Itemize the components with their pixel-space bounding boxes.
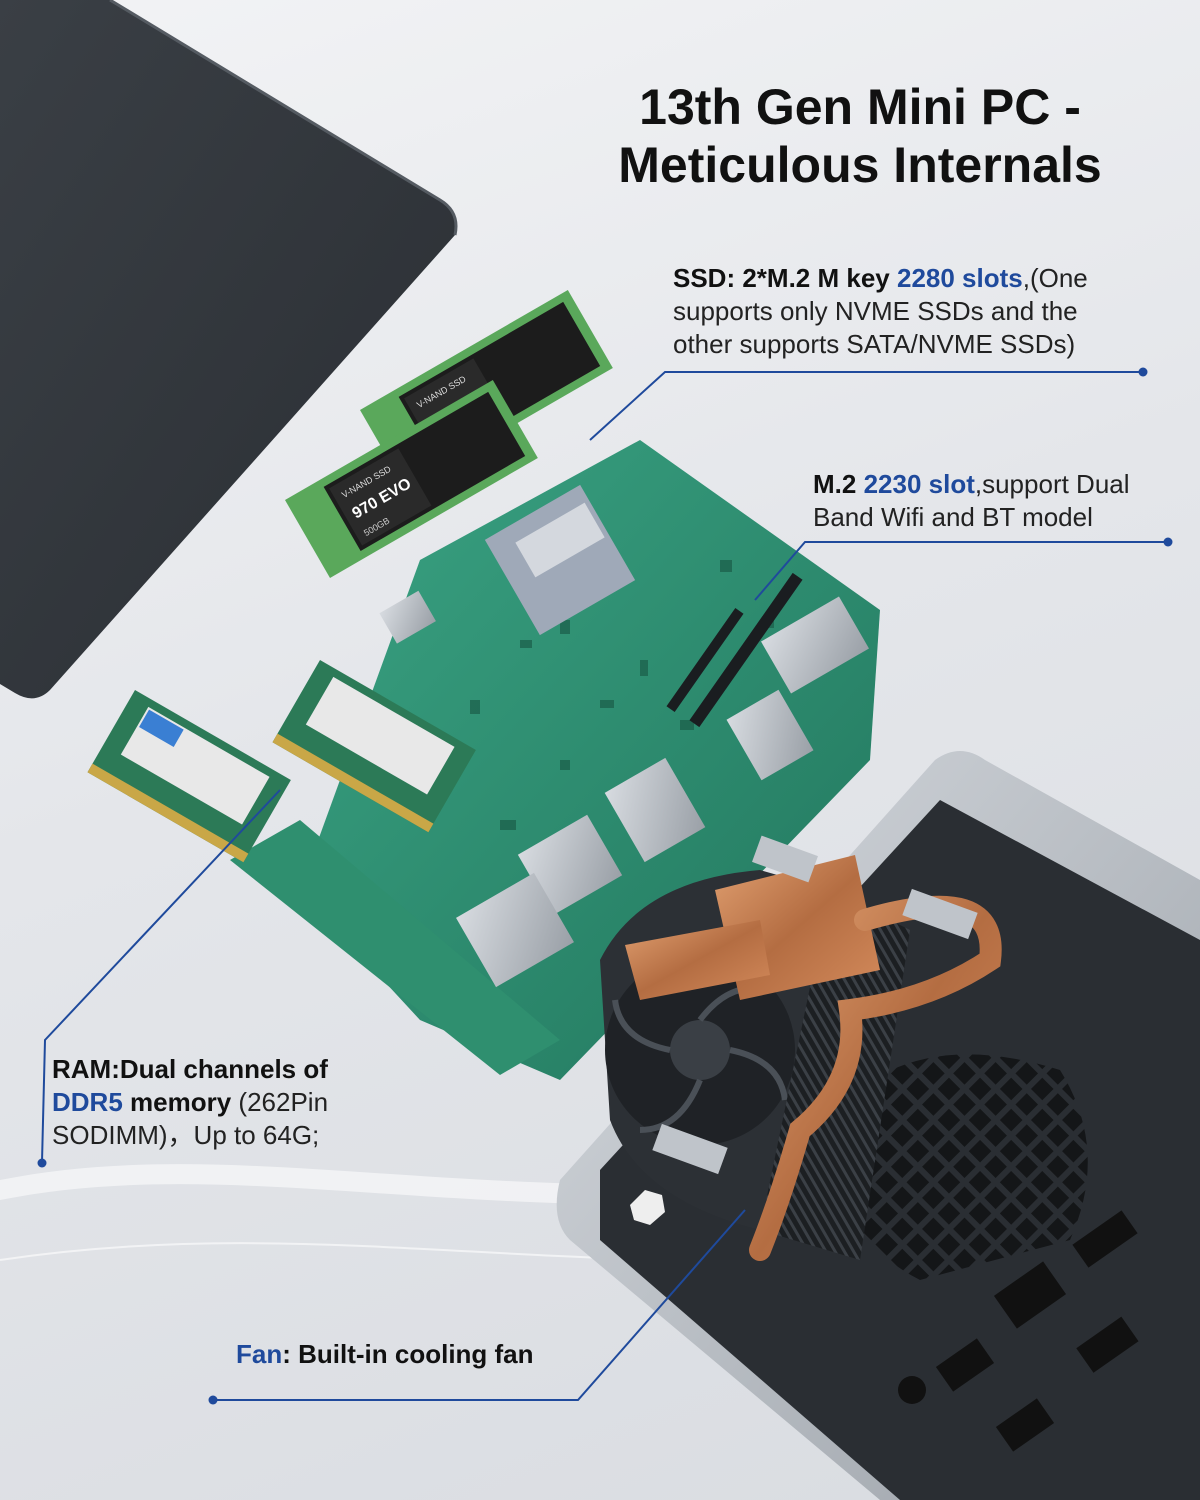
ram-callout-rest: (262Pin — [231, 1087, 329, 1117]
fan-callout: Fan: Built-in cooling fan — [236, 1338, 596, 1371]
top-lid — [0, 0, 458, 699]
wifi-callout-rest: ,support Dual — [974, 469, 1130, 499]
wifi-callout: M.2 2230 slot,support Dual Band Wifi and… — [813, 468, 1183, 534]
ssd-module-2: 970 EVO V-NAND SSD 500GB — [285, 380, 538, 578]
ram-callout-bold-1: RAM:Dual channels of — [52, 1054, 328, 1084]
ssd-callout-line-2: supports only NVME SSDs and the — [673, 296, 1078, 326]
ram-leader-line — [41, 789, 281, 1163]
ram-callout: RAM:Dual channels of DDR5 memory (262Pin… — [52, 1053, 392, 1152]
ssd-callout-rest: ,(One — [1022, 263, 1088, 293]
fan-leader-dot — [208, 1395, 218, 1405]
wifi-leader-dot — [1163, 537, 1173, 547]
motherboard — [230, 440, 880, 1080]
fan-leader-line — [215, 1209, 746, 1401]
wifi-callout-bold: M.2 — [813, 469, 864, 499]
ssd-callout: SSD: 2*M.2 M key 2280 slots,(One support… — [673, 262, 1173, 361]
ssd-leader-dot — [1138, 367, 1148, 377]
ssd-callout-highlight: 2280 slots — [896, 263, 1023, 293]
fan-callout-bold: : Built-in cooling fan — [282, 1339, 534, 1369]
ram-module-2 — [272, 660, 476, 833]
page-title: 13th Gen Mini PC - Meticulous Internals — [540, 78, 1180, 194]
ram-callout-bold-2: memory — [122, 1087, 232, 1117]
ssd-leader-line — [589, 371, 1140, 441]
title-line-2: Meticulous Internals — [618, 137, 1102, 193]
title-line-1: 13th Gen Mini PC - — [639, 79, 1081, 135]
wifi-callout-highlight: 2230 slot — [863, 469, 975, 499]
heat-pipe — [625, 835, 1002, 1261]
ram-module-1 — [87, 690, 291, 863]
wifi-leader-line — [754, 541, 1165, 601]
ram-callout-highlight: DDR5 — [52, 1087, 123, 1117]
ram-callout-line-3: SODIMM)，Up to 64G; — [52, 1120, 320, 1150]
callout-leaders — [41, 371, 1165, 1401]
ssd-callout-bold: SSD: 2*M.2 M key — [673, 263, 897, 293]
fan-callout-highlight: Fan — [236, 1339, 283, 1369]
ram-leader-dot — [37, 1158, 47, 1168]
wifi-callout-line-2: Band Wifi and BT model — [813, 502, 1093, 532]
ssd-callout-line-3: other supports SATA/NVME SSDs) — [673, 329, 1076, 359]
